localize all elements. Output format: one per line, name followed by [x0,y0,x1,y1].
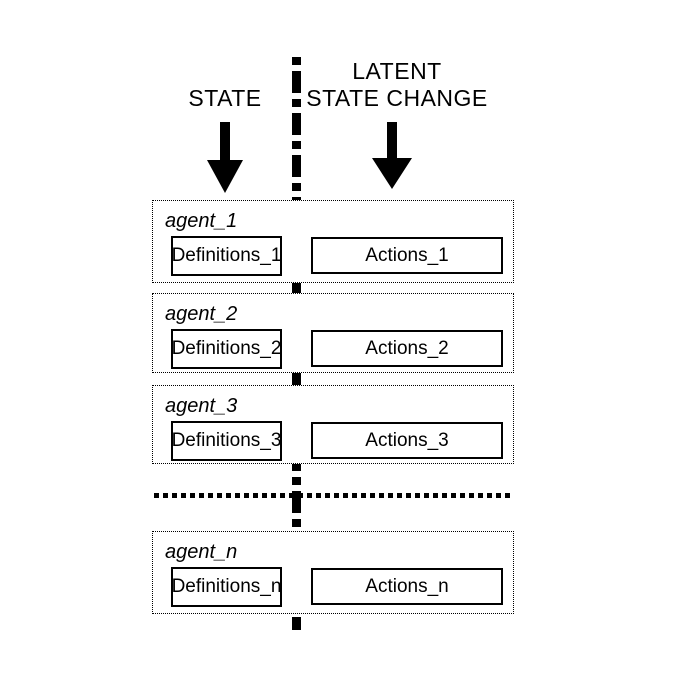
actions-box: Actions_n [311,568,503,605]
definitions-box: Definitions_n [171,567,282,607]
actions-box: Actions_2 [311,330,503,367]
agent-box-agent_n: agent_n Definitions_n Actions_n [152,531,514,614]
definitions-box: Definitions_1 [171,236,282,276]
definitions-box: Definitions_2 [171,329,282,369]
latent-state-change-column-label: LATENT STATE CHANGE [306,58,488,111]
arrow-head [207,160,243,193]
agent-label: agent_n [165,541,238,563]
actions-box: Actions_3 [311,422,503,459]
agent-box-agent_1: agent_1 Definitions_1 Actions_1 [152,200,514,283]
agents-continuation-dotted-divider [154,493,511,498]
arrow-stem [220,122,230,161]
agent-box-agent_3: agent_3 Definitions_3 Actions_3 [152,385,514,464]
agent-box-agent_2: agent_2 Definitions_2 Actions_2 [152,293,514,373]
agent-label: agent_2 [165,303,238,325]
agent-label: agent_3 [165,395,238,417]
arrow-head [372,158,412,189]
agent-label: agent_1 [165,210,238,232]
arrow-stem [387,122,397,159]
definitions-box: Definitions_3 [171,421,282,461]
actions-box: Actions_1 [311,237,503,274]
state-column-label: STATE [188,85,262,111]
